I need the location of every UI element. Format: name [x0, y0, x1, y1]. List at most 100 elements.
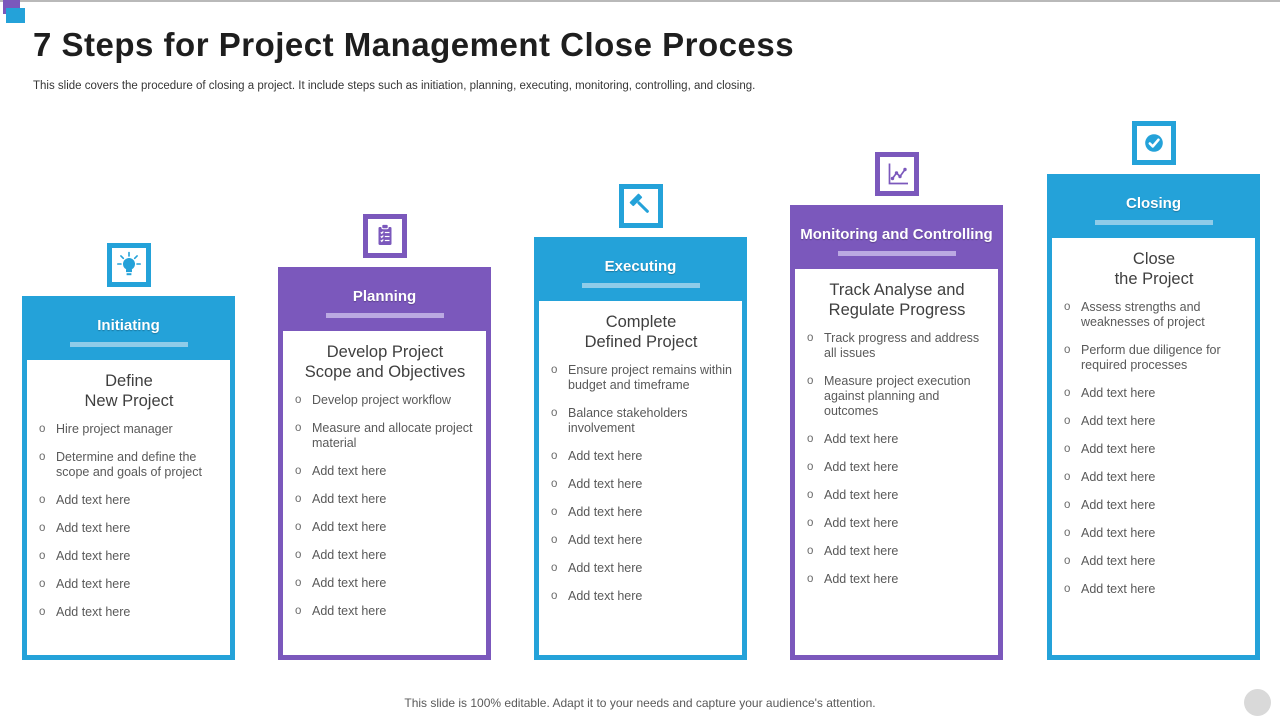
hammer-icon	[623, 189, 658, 223]
bullet-text: Add text here	[312, 520, 387, 535]
bullet-marker: o	[295, 394, 302, 407]
bullet-text: Add text here	[1081, 582, 1156, 597]
step-heading: Close the Project	[1114, 250, 1194, 289]
step-heading: Define New Project	[84, 372, 174, 411]
step-column-planning: Planning Develop Project Scope and Objec…	[278, 214, 491, 660]
bullet-marker: o	[807, 433, 814, 446]
step-header: Initiating	[26, 300, 231, 360]
step-header: Monitoring and Controlling	[794, 209, 999, 269]
icon-box	[874, 152, 919, 196]
line-chart-icon	[879, 157, 914, 191]
bullet-marker: o	[39, 451, 46, 464]
bullet-marker: o	[807, 332, 814, 345]
bullet-marker: o	[1064, 301, 1071, 314]
top-edge-line	[0, 0, 1280, 2]
bullet-item: o Add text here	[548, 505, 734, 520]
step-label: Monitoring and Controlling	[800, 226, 993, 243]
header-underline	[1094, 220, 1213, 225]
bullet-marker: o	[39, 494, 46, 507]
step-heading: Track Analyse and Regulate Progress	[828, 281, 966, 320]
bullet-item: o Add text here	[548, 589, 734, 604]
step-label: Initiating	[97, 317, 160, 334]
bullet-marker: o	[551, 590, 558, 603]
header-underline	[325, 313, 444, 318]
bullet-text: Add text here	[1081, 526, 1156, 541]
clipboard-icon	[367, 219, 402, 253]
bullet-text: Add text here	[312, 548, 387, 563]
icon-box	[362, 214, 407, 258]
bullet-marker: o	[1064, 443, 1071, 456]
bullet-item: o Add text here	[1061, 526, 1247, 541]
bullet-marker: o	[1064, 415, 1071, 428]
lightbulb-icon	[111, 248, 146, 282]
bullet-marker: o	[295, 465, 302, 478]
step-header: Executing	[538, 241, 743, 301]
bullet-item: o Add text here	[548, 449, 734, 464]
step-card: Monitoring and Controlling Track Analyse…	[790, 205, 1003, 660]
bullet-marker: o	[551, 534, 558, 547]
bullet-item: o Add text here	[36, 493, 222, 508]
bullet-marker: o	[551, 506, 558, 519]
step-heading: Complete Defined Project	[584, 313, 698, 352]
bullet-marker: o	[551, 562, 558, 575]
bullet-marker: o	[39, 578, 46, 591]
bullet-marker: o	[1064, 471, 1071, 484]
bullet-item: o Develop project workflow	[292, 393, 478, 408]
step-label: Executing	[604, 258, 677, 275]
icon-box	[106, 243, 151, 287]
bullet-text: Add text here	[56, 493, 131, 508]
step-card: Planning Develop Project Scope and Objec…	[278, 267, 491, 660]
bullet-marker: o	[1064, 527, 1071, 540]
bullet-item: o Add text here	[548, 533, 734, 548]
bullet-text: Add text here	[568, 589, 643, 604]
bullet-text: Measure project execution against planni…	[824, 374, 971, 419]
step-column-monitoring-controlling: Monitoring and Controlling Track Analyse…	[790, 152, 1003, 660]
bullet-text: Track progress and address all issues	[824, 331, 980, 361]
bullet-item: o Assess strengths and weaknesses of proj…	[1061, 300, 1247, 330]
bullet-text: Develop project workflow	[312, 393, 451, 408]
bullet-text: Add text here	[1081, 470, 1156, 485]
bullet-text: Add text here	[568, 477, 643, 492]
bullet-list: o Assess strengths and weaknesses of proj…	[1061, 300, 1247, 597]
bullet-marker: o	[1064, 555, 1071, 568]
step-heading: Develop Project Scope and Objectives	[304, 343, 466, 382]
bullet-text: Add text here	[568, 505, 643, 520]
bullet-text: Add text here	[824, 516, 899, 531]
bullet-text: Add text here	[1081, 554, 1156, 569]
decor-gray-circle	[1244, 689, 1271, 716]
bullet-marker: o	[551, 364, 558, 377]
bullet-marker: o	[551, 450, 558, 463]
bullet-text: Add text here	[1081, 498, 1156, 513]
bullet-item: o Add text here	[1061, 470, 1247, 485]
bullet-marker: o	[807, 375, 814, 388]
bullet-text: Add text here	[568, 449, 643, 464]
bullet-text: Add text here	[1081, 442, 1156, 457]
bullet-text: Assess strengths and weaknesses of proje…	[1081, 300, 1205, 330]
bullet-marker: o	[295, 605, 302, 618]
bullet-text: Add text here	[568, 533, 643, 548]
bullet-text: Add text here	[56, 521, 131, 536]
